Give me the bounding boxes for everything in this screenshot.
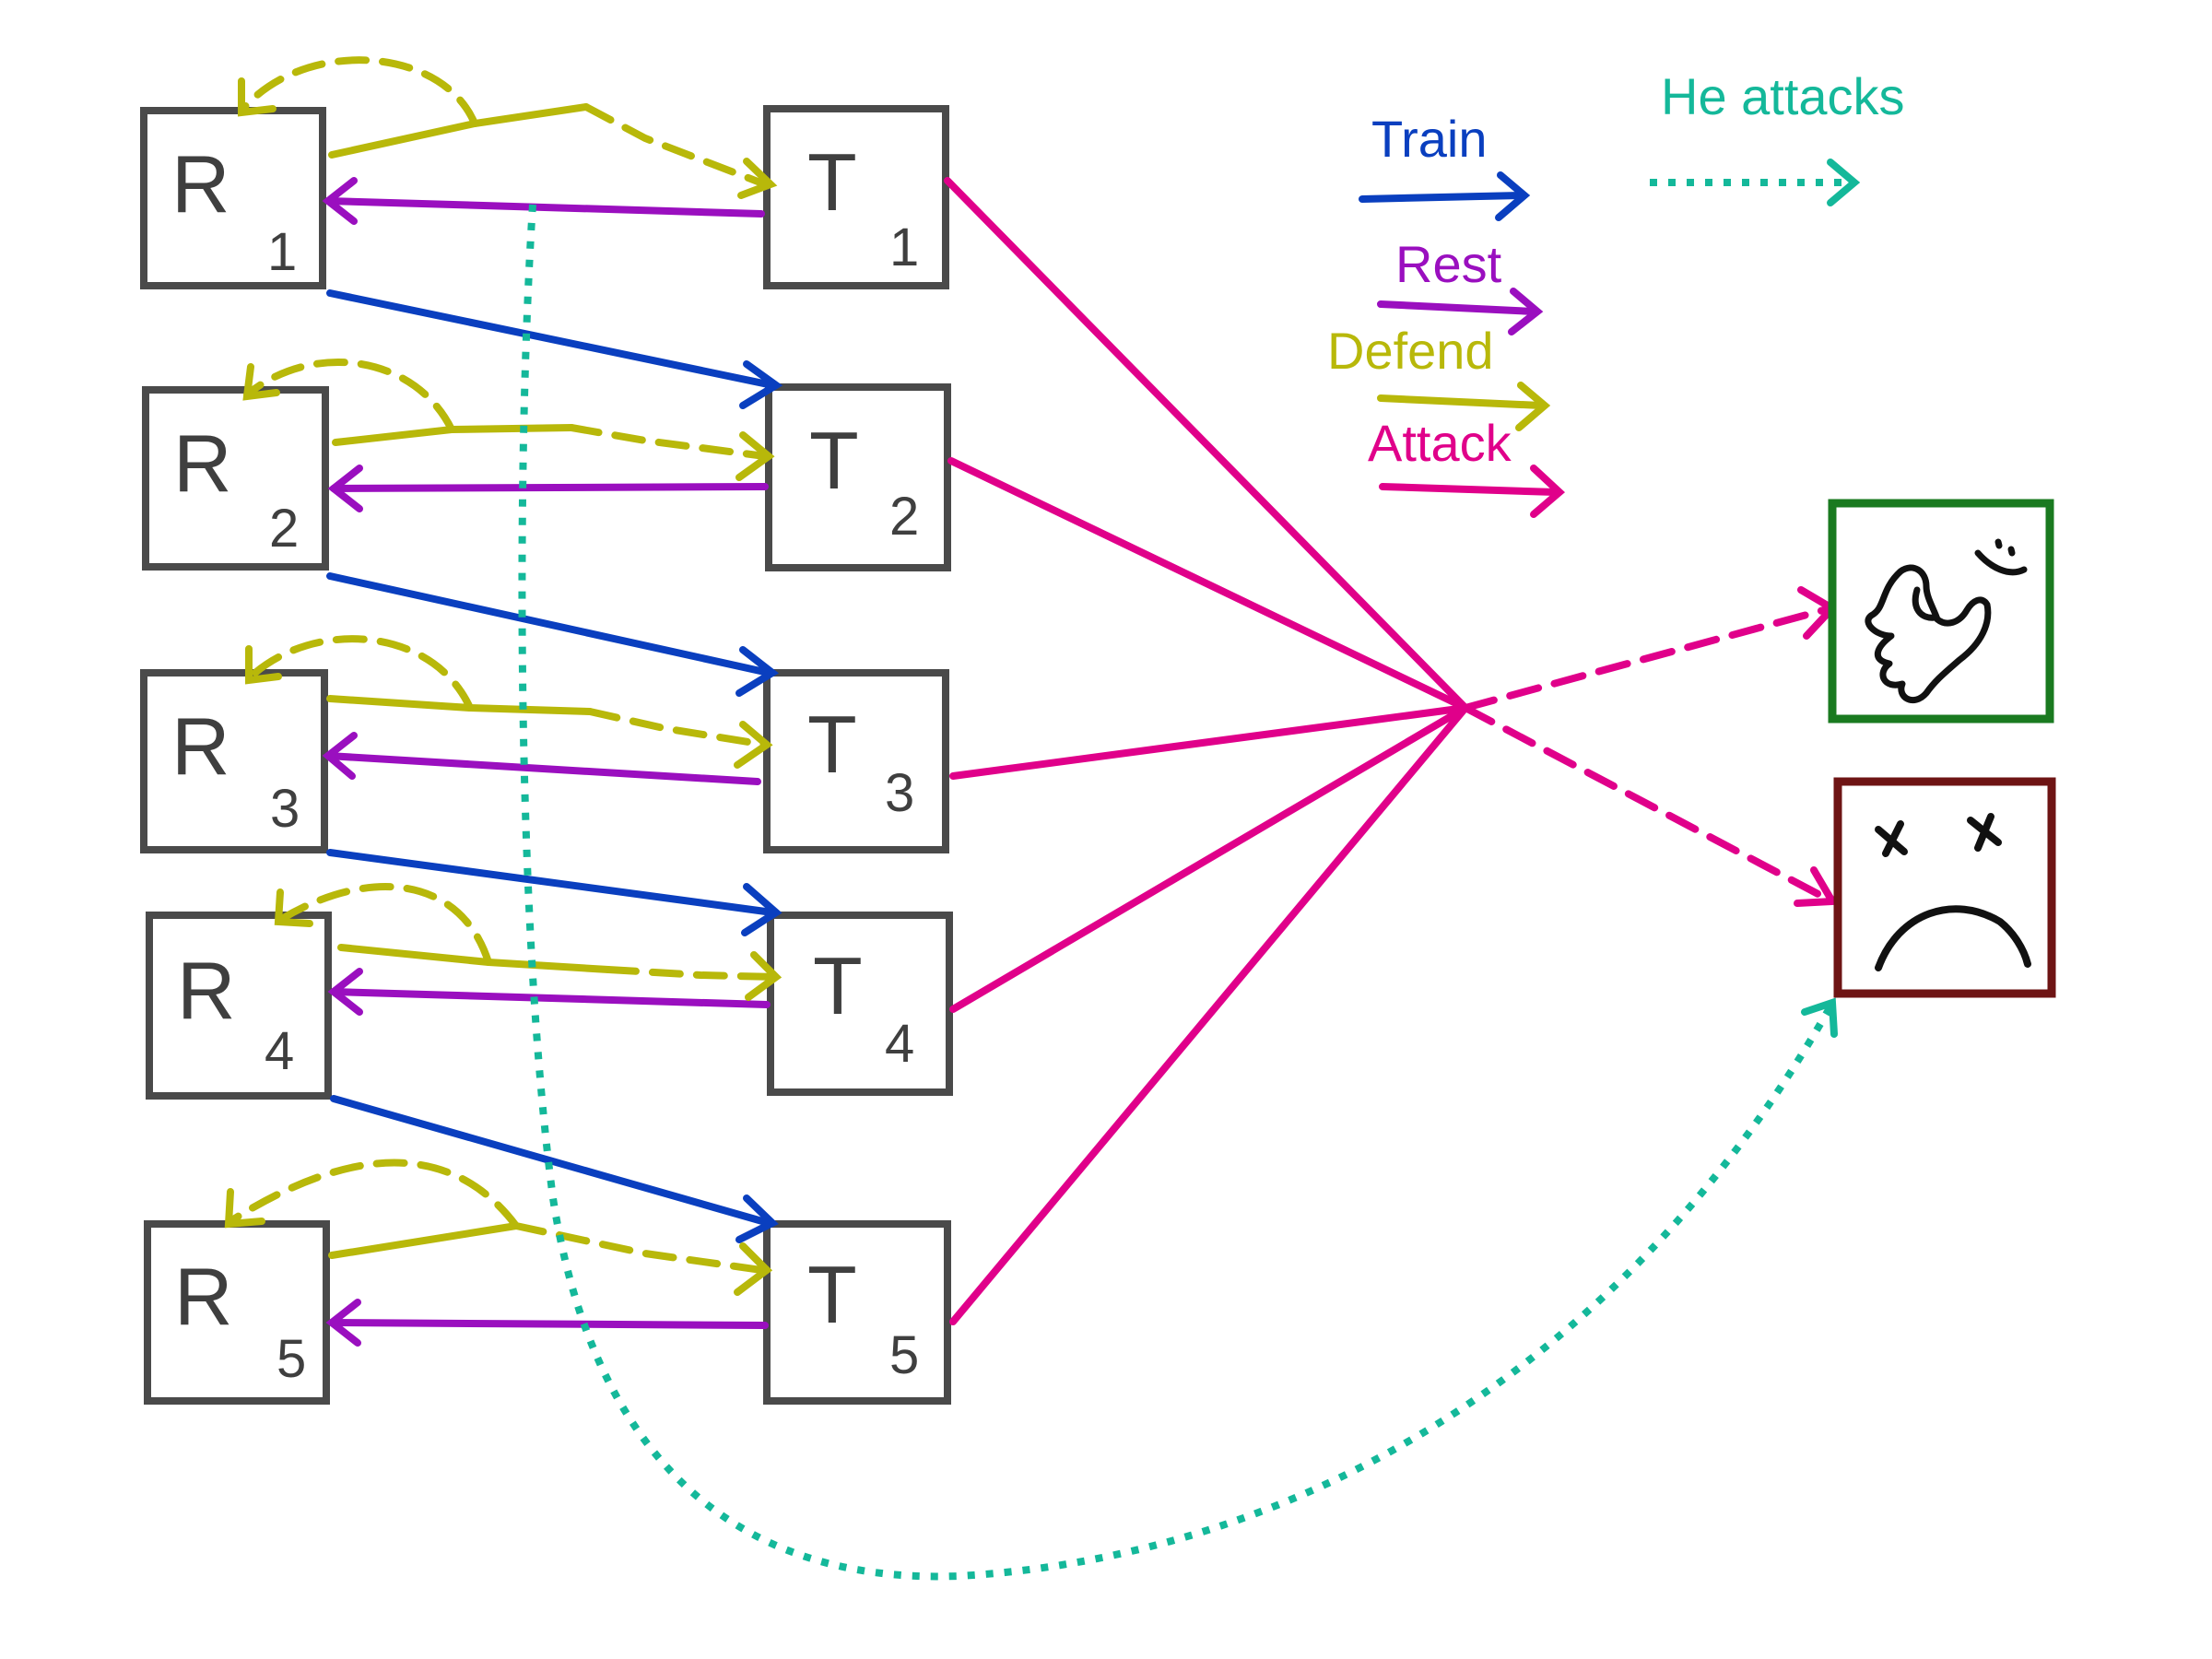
legend-he-attacks-label: He attacks <box>1661 67 1905 125</box>
legend-train-label: Train <box>1371 110 1488 168</box>
train-arrow <box>326 289 783 409</box>
attack-line <box>949 704 1469 1325</box>
train-arrow <box>326 572 780 697</box>
success-outcome-box <box>1828 499 2054 724</box>
node-subscript: 2 <box>269 499 299 559</box>
node-letter: T <box>807 136 857 228</box>
failure-outcome-box <box>1833 777 2056 998</box>
node-letter: R <box>174 1251 233 1342</box>
node-subscript: 2 <box>889 487 919 547</box>
legend-defend: Defend <box>1327 322 1551 431</box>
he-attacks-arrow <box>518 204 1838 1581</box>
attack-line <box>949 704 1469 780</box>
node-letter: T <box>807 699 857 790</box>
legend-rest: Rest <box>1377 235 1544 335</box>
node-subscript: 4 <box>885 1014 914 1074</box>
defend-arrows <box>224 56 782 1296</box>
rest-arrows <box>322 177 771 1347</box>
legend-rest-label: Rest <box>1395 235 1502 293</box>
node-subscript: 5 <box>889 1325 919 1385</box>
defend-arrow <box>245 635 773 769</box>
rest-arrow <box>322 177 765 225</box>
defend-arrow <box>238 56 778 199</box>
r-node-5: R 5 <box>144 1220 330 1405</box>
rest-arrow <box>327 968 771 1016</box>
t-node-5: T 5 <box>763 1220 951 1405</box>
attack-line <box>944 177 1469 712</box>
legend-attack: Attack <box>1368 414 1566 518</box>
attack-outcome-arrow-success <box>1462 586 1839 712</box>
train-arrow <box>330 1095 779 1243</box>
legend-attack-label: Attack <box>1368 414 1512 472</box>
r-node-3: R 3 <box>140 669 328 853</box>
attack-line <box>947 457 1469 712</box>
node-letter: R <box>171 700 230 792</box>
defend-arrow <box>224 1159 773 1296</box>
rest-arrow <box>327 465 769 512</box>
node-subscript: 1 <box>889 218 919 277</box>
node-letter: R <box>177 945 236 1036</box>
rest-arrow <box>325 1299 769 1347</box>
attack-outcome-arrow-failure <box>1462 704 1839 907</box>
legend-train: Train <box>1359 110 1531 221</box>
node-subscript: 5 <box>276 1329 306 1389</box>
node-subscript: 3 <box>270 779 300 839</box>
node-subscript: 3 <box>885 763 914 823</box>
node-subscript: 1 <box>267 222 297 282</box>
train-arrow <box>326 849 782 936</box>
attack-line <box>949 704 1469 1013</box>
happy-face-icon <box>1865 538 2028 704</box>
attack-arrows <box>944 177 1839 1325</box>
t-node-1: T 1 <box>763 105 949 289</box>
r-node-1: R 1 <box>140 107 326 289</box>
legend-he-attacks: He attacks <box>1650 67 1905 206</box>
node-letter: R <box>171 138 230 229</box>
rest-arrow <box>322 732 761 785</box>
dead-face-icon <box>1875 813 2031 971</box>
t-node-4: T 4 <box>767 912 953 1096</box>
defend-arrow <box>242 359 775 481</box>
t-node-2: T 2 <box>765 383 951 571</box>
node-letter: R <box>173 418 232 509</box>
t-node-3: T 3 <box>763 669 949 853</box>
legend-defend-label: Defend <box>1327 322 1494 380</box>
train-arrows <box>326 289 783 1243</box>
r-node-2: R 2 <box>142 386 329 571</box>
node-letter: T <box>807 1249 857 1340</box>
node-letter: T <box>809 415 859 506</box>
r-node-4: R 4 <box>146 912 332 1100</box>
legend: Train Rest Defend Attack He attacks <box>1327 67 1905 518</box>
defend-arrow <box>274 883 782 1001</box>
node-subscript: 4 <box>265 1021 294 1081</box>
node-letter: T <box>813 940 863 1031</box>
